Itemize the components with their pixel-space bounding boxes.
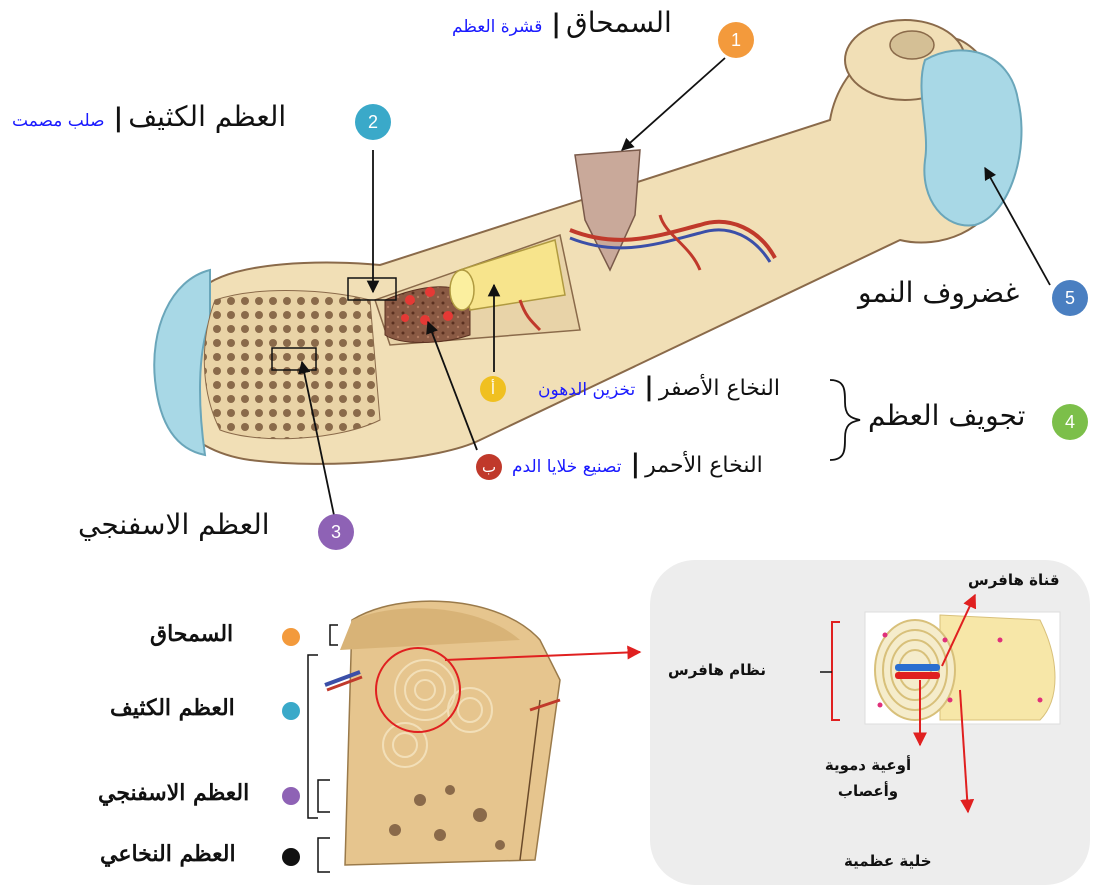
label-periosteum: السمحاق | قشرة العظم bbox=[452, 6, 672, 39]
legend-dot-compact bbox=[282, 702, 300, 720]
legend-label-medullary: العظم النخاعي bbox=[100, 841, 236, 867]
separator: | bbox=[622, 449, 641, 479]
yellow-marrow-name: النخاع الأصفر bbox=[659, 376, 780, 401]
legend-label-periosteum: السمحاق bbox=[150, 621, 233, 647]
haversian-panel bbox=[650, 560, 1090, 885]
label-growth-cartilage: غضروف النمو bbox=[858, 276, 1019, 309]
legend-dot-periosteum bbox=[282, 628, 300, 646]
separator: | bbox=[542, 9, 561, 39]
label-compact-bone: العظم الكثيف | صلب مصمت bbox=[12, 100, 286, 133]
legend-label-spongy: العظم الاسفنجي bbox=[98, 780, 249, 806]
separator: | bbox=[635, 372, 654, 402]
label-bone-cavity: تجويف العظم bbox=[868, 399, 1025, 432]
red-marrow-note: تصنيع خلايا الدم bbox=[512, 457, 622, 477]
yellow-marrow-note: تخزين الدهون bbox=[538, 380, 635, 400]
legend-dot-spongy bbox=[282, 787, 300, 805]
badge-1: 1 bbox=[718, 22, 754, 58]
badge-a: أ bbox=[480, 376, 506, 402]
label-vessels-nerves: أوعية دموية وأعصاب bbox=[812, 752, 924, 804]
legend-dot-medullary bbox=[282, 848, 300, 866]
red-marrow-name: النخاع الأحمر bbox=[645, 453, 763, 478]
bone-cross-section bbox=[325, 601, 640, 865]
separator: | bbox=[105, 103, 124, 133]
compact-name: العظم الكثيف bbox=[128, 100, 286, 133]
badge-2: 2 bbox=[355, 104, 391, 140]
legend-brackets bbox=[308, 625, 338, 872]
badge-b: ب bbox=[476, 454, 502, 480]
badge-4: 4 bbox=[1052, 404, 1088, 440]
label-bone-cell: خلية عظمية bbox=[844, 852, 932, 870]
periosteum-note: قشرة العظم bbox=[452, 17, 542, 37]
periosteum-name: السمحاق bbox=[566, 6, 672, 39]
label-red-marrow: النخاع الأحمر | تصنيع خلايا الدم bbox=[512, 449, 763, 479]
label-yellow-marrow: النخاع الأصفر | تخزين الدهون bbox=[538, 372, 780, 402]
label-spongy-bone: العظم الاسفنجي bbox=[78, 508, 270, 541]
badge-5: 5 bbox=[1052, 280, 1088, 316]
badge-3: 3 bbox=[318, 514, 354, 550]
label-haversian-canal: قناة هافرس bbox=[968, 571, 1060, 589]
legend-label-compact: العظم الكثيف bbox=[110, 695, 235, 721]
label-haversian-system: نظام هافرس bbox=[668, 661, 766, 679]
compact-note: صلب مصمت bbox=[12, 111, 105, 131]
